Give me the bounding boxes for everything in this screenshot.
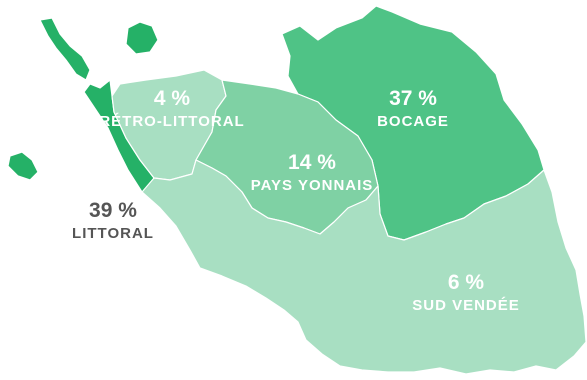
island-yeu (7, 151, 39, 181)
share-pays-yonnais: 14 % (288, 151, 336, 174)
label-littoral: 39 % LITTORAL (72, 200, 154, 241)
island-noirmoutier (39, 17, 91, 81)
share-littoral: 39 % (89, 199, 137, 222)
label-bocage: 37 % BOCAGE (377, 88, 449, 129)
name-sud-vendee: SUD VENDÉE (412, 297, 520, 314)
region-sud-vendee[interactable] (141, 159, 587, 375)
islet-north (125, 21, 159, 55)
name-bocage: BOCAGE (377, 113, 449, 130)
label-sud-vendee: 6 % SUD VENDÉE (412, 272, 520, 313)
label-pays-yonnais: 14 % PAYS YONNAIS (251, 152, 374, 193)
share-retro-littoral: 4 % (153, 87, 191, 110)
name-pays-yonnais: PAYS YONNAIS (250, 177, 374, 194)
share-sud-vendee: 6 % (447, 271, 485, 294)
label-retro-littoral: 4 % RÉTRO-LITTORAL (99, 88, 244, 129)
region-shape-sud-vendee (141, 159, 587, 375)
name-retro-littoral: RÉTRO-LITTORAL (99, 113, 245, 130)
name-littoral: LITTORAL (72, 225, 154, 242)
share-bocage: 37 % (389, 87, 437, 110)
